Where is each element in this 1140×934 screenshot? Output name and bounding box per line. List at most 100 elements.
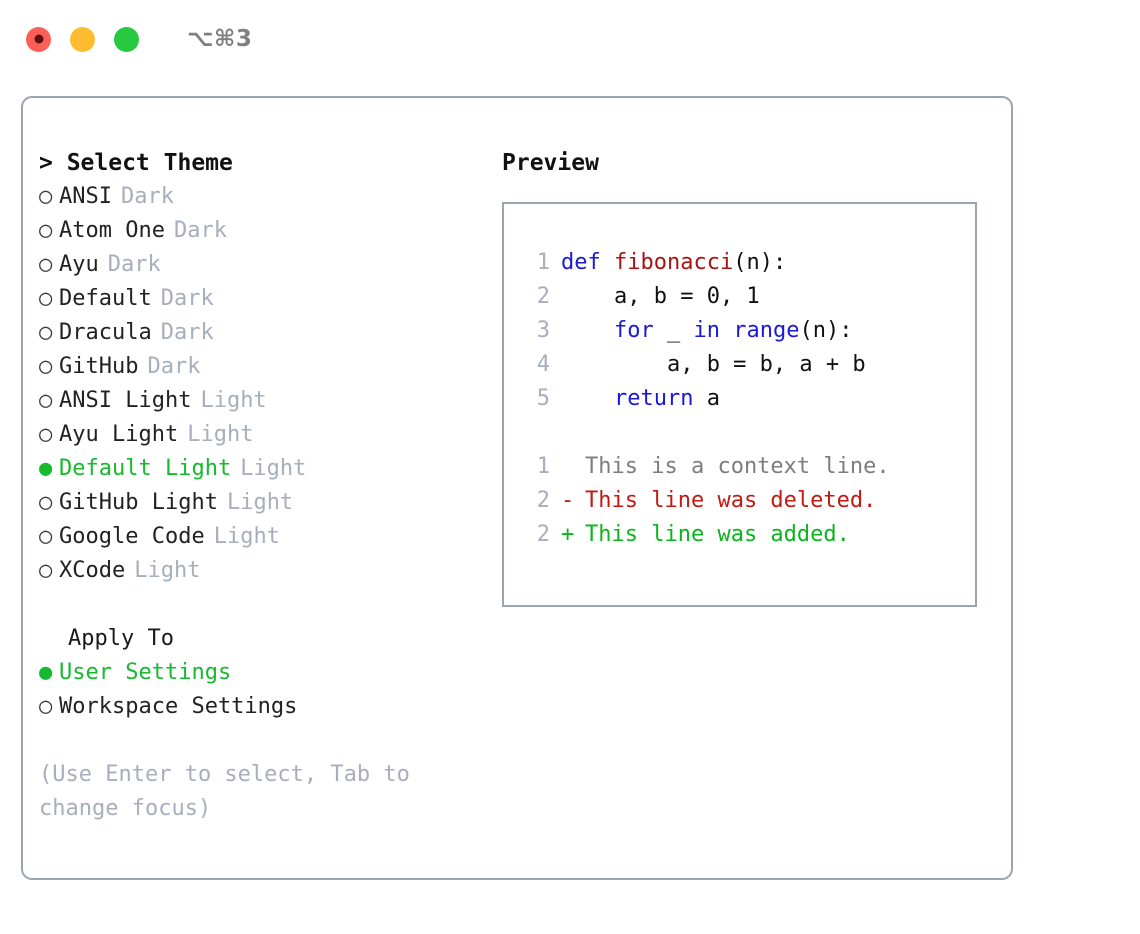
theme-list-item-github-light[interactable]: ○ GitHub Light Light: [39, 486, 479, 520]
theme-kind: Light: [240, 456, 307, 481]
line-number: 2: [536, 284, 550, 309]
theme-name: Ayu Light: [59, 422, 179, 447]
theme-name: ANSI Light: [59, 388, 192, 413]
diff-line-deleted: 2 - This line was deleted.: [516, 484, 967, 518]
preview-heading: Preview: [502, 150, 599, 176]
theme-list-item-ansi[interactable]: ○ ANSI Dark: [39, 180, 479, 214]
diff-line-added: 2 + This line was added.: [516, 518, 967, 552]
theme-kind: Dark: [107, 252, 161, 277]
theme-kind: Light: [226, 490, 294, 515]
theme-list-item-ansi-light[interactable]: ○ ANSI Light Light: [39, 384, 479, 418]
diff-sign: [561, 450, 585, 484]
diff-sign: -: [561, 488, 575, 513]
theme-kind: Dark: [120, 184, 174, 209]
theme-list-item-dracula[interactable]: ○ Dracula Dark: [39, 316, 479, 350]
radio-icon[interactable]: ○: [39, 218, 53, 243]
code-token-plain: _: [653, 318, 694, 343]
code-token-function: fibonacci: [613, 250, 734, 275]
radio-icon[interactable]: ○: [39, 184, 53, 209]
theme-list-item-ayu[interactable]: ○ Ayu Dark: [39, 248, 479, 282]
diff-text: This line was deleted.: [585, 488, 877, 513]
radio-icon[interactable]: ○: [39, 490, 53, 515]
radio-icon[interactable]: ○: [39, 422, 53, 447]
line-number: 1: [536, 250, 550, 275]
preview-box: 1 def fibonacci(n): 2 a, b = 0, 1 3 for …: [502, 202, 977, 607]
code-line: 4 a, b = b, a + b: [516, 348, 967, 382]
theme-list-item-ayu-light[interactable]: ○ Ayu Light Light: [39, 418, 479, 452]
code-token-keyword: for: [613, 318, 654, 343]
theme-name: Default: [59, 286, 152, 311]
radio-selected-icon[interactable]: ●: [39, 660, 53, 685]
theme-kind: Dark: [147, 354, 201, 379]
theme-name: ANSI: [59, 184, 112, 209]
code-line: 3 for _ in range(n):: [516, 314, 967, 348]
select-theme-heading: > Select Theme: [39, 150, 233, 176]
code-token-plain: a, b = b, a + b: [561, 352, 866, 377]
code-token-keyword: in: [693, 318, 720, 343]
code-token-keyword: return: [613, 386, 694, 411]
theme-kind: Dark: [173, 218, 227, 243]
apply-to-option-workspace-settings[interactable]: ○ Workspace Settings: [39, 690, 479, 724]
theme-name: Dracula: [59, 320, 152, 345]
theme-name: Default Light: [59, 456, 232, 481]
line-number: 4: [536, 352, 550, 377]
theme-list-item-xcode[interactable]: ○ XCode Light: [39, 554, 479, 588]
minimize-button[interactable]: [70, 26, 95, 52]
theme-kind: Light: [200, 388, 267, 413]
theme-name: XCode: [59, 558, 126, 583]
radio-icon[interactable]: ○: [39, 252, 53, 277]
code-token-plain: (n):: [733, 250, 787, 275]
code-line: 1 def fibonacci(n):: [516, 246, 967, 280]
theme-list-item-google-code[interactable]: ○ Google Code Light: [39, 520, 479, 554]
code-line: 5 return a: [516, 382, 967, 416]
apply-to-option-user-settings[interactable]: ● User Settings: [39, 656, 479, 690]
radio-icon[interactable]: ○: [39, 354, 53, 379]
apply-to-label: User Settings: [59, 660, 232, 685]
code-token-keyword: def: [561, 250, 614, 275]
theme-list-item-default[interactable]: ○ Default Dark: [39, 282, 479, 316]
maximize-button[interactable]: [114, 26, 139, 52]
code-line: 2 a, b = 0, 1: [516, 280, 967, 314]
theme-kind: Light: [187, 422, 254, 447]
theme-picker-column: > Select Theme ○ ANSI Dark ○ Atom One Da…: [39, 146, 479, 826]
diff-text: This is a context line.: [585, 454, 890, 479]
radio-icon[interactable]: ○: [39, 388, 53, 413]
close-button[interactable]: [26, 26, 51, 52]
theme-kind: Light: [213, 524, 280, 549]
code-token-plain: [720, 314, 733, 348]
theme-name: GitHub Light: [59, 490, 218, 515]
theme-kind: Dark: [160, 286, 214, 311]
theme-name: Atom One: [59, 218, 165, 243]
theme-name: GitHub: [59, 354, 139, 379]
window-controls: [26, 26, 139, 52]
theme-list-item-github[interactable]: ○ GitHub Dark: [39, 350, 479, 384]
code-token-keyword: range: [733, 318, 800, 343]
theme-name: Google Code: [59, 524, 205, 549]
line-number: 2: [536, 522, 550, 547]
radio-icon[interactable]: ○: [39, 320, 53, 345]
theme-list-item-default-light[interactable]: ● Default Light Light: [39, 452, 479, 486]
line-number: 3: [536, 318, 550, 343]
theme-kind: Dark: [160, 320, 214, 345]
code-token-plain: a: [693, 386, 720, 411]
code-token-plain: [561, 382, 614, 416]
radio-icon[interactable]: ○: [39, 694, 53, 719]
theme-list-item-atom-one[interactable]: ○ Atom One Dark: [39, 214, 479, 248]
radio-icon[interactable]: ○: [39, 558, 53, 583]
diff-line-context: 1 This is a context line.: [516, 450, 967, 484]
radio-icon[interactable]: ○: [39, 524, 53, 549]
window-title: ⌥⌘3: [187, 26, 253, 52]
theme-kind: Light: [134, 558, 201, 583]
preview-column: Preview 1 def fibonacci(n): 2 a, b = 0, …: [502, 146, 992, 607]
theme-list[interactable]: ○ ANSI Dark ○ Atom One Dark ○ Ayu Dark ○…: [39, 180, 479, 588]
window-titlebar: ⌥⌘3: [0, 0, 1140, 78]
apply-to-section: Apply To ● User Settings ○ Workspace Set…: [39, 622, 479, 724]
diff-sign: +: [561, 522, 575, 547]
apply-to-label: Workspace Settings: [59, 694, 298, 719]
code-token-plain: [561, 314, 614, 348]
apply-to-heading: Apply To: [68, 626, 174, 651]
radio-selected-icon[interactable]: ●: [39, 456, 53, 481]
code-token-plain: (n):: [799, 318, 853, 343]
line-number: 5: [536, 386, 550, 411]
radio-icon[interactable]: ○: [39, 286, 53, 311]
